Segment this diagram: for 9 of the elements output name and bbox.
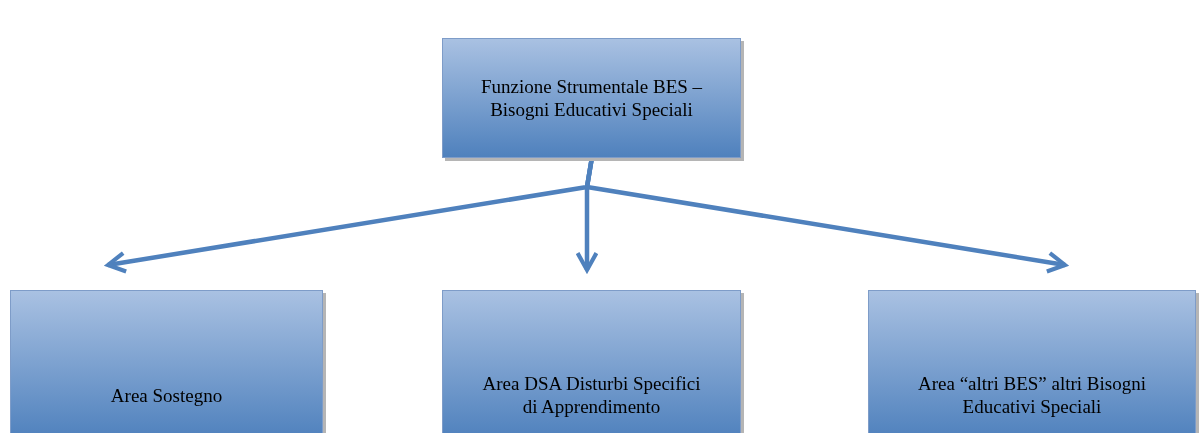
process-box [10, 290, 323, 433]
process-box [442, 290, 741, 433]
box-label: Area “altri BES” altri Bisogni Educativi Speciali [917, 372, 1147, 418]
box-label: Area Sostegno [110, 383, 223, 407]
process-box [868, 290, 1196, 433]
process-box [442, 38, 741, 158]
box-label: Funzione Strumentale BES – Bisogni Educativi Speciali [479, 75, 704, 121]
box-label: Area DSA Disturbi Specifici di Apprendimento [481, 372, 702, 418]
arrow [584, 159, 1068, 274]
